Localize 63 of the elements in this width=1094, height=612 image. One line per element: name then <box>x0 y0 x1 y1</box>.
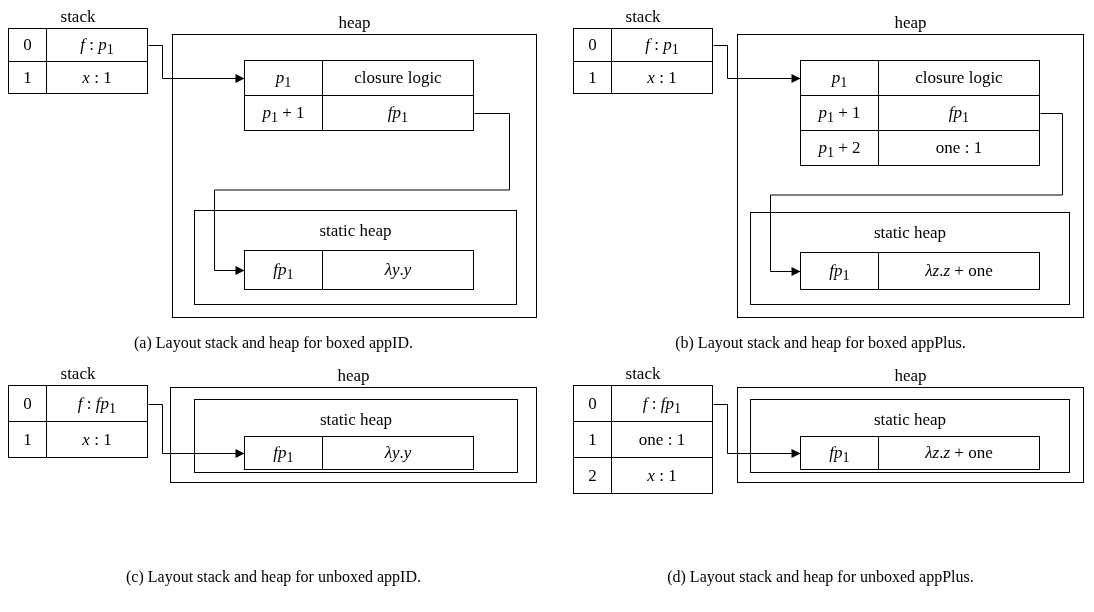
table-row <box>800 95 1040 131</box>
arrow <box>770 113 1063 276</box>
section-heading: stack <box>59 363 97 385</box>
table-cell-text: one : 1 <box>637 429 687 451</box>
static-heap-region <box>194 210 517 305</box>
table-cell: fp$_{1}$ <box>245 251 323 289</box>
arrow <box>214 113 510 275</box>
region-heading: static heap <box>872 410 948 430</box>
table-cell: 1 <box>9 62 47 93</box>
table-row <box>800 130 1040 166</box>
region-heading: static heap <box>872 223 948 243</box>
figure-caption: (b) Layout stack and heap for boxed appPlus. <box>674 334 967 352</box>
section-heading: stack <box>624 363 662 385</box>
table-cell-text: fp$_{1}$ <box>947 102 971 128</box>
figure-caption: (a) Layout stack and heap for boxed appID. <box>133 334 414 352</box>
table-cell-text: f : p$_{1}$ <box>644 34 680 60</box>
table-cell: 1 <box>9 422 47 457</box>
section-heading: heap <box>893 12 928 34</box>
arrow <box>713 404 801 458</box>
table-cell: p$_{1}$ + 2 <box>801 131 879 165</box>
table-cell-text: λy.y <box>383 259 413 281</box>
arrow <box>148 404 245 458</box>
table-cell-text: λz.z + one <box>924 260 994 282</box>
arrow <box>148 45 245 83</box>
table-cell: fp$_{1}$ <box>245 437 323 469</box>
static-heap-region <box>750 399 1070 473</box>
table-cell-text: fp$_{1}$ <box>386 102 410 128</box>
table-cell-text: closure logic <box>914 67 1004 89</box>
figure-caption: (d) Layout stack and heap for unboxed appPlus. <box>666 568 975 586</box>
static-heap-region <box>194 399 518 473</box>
table-cell: 1 <box>574 62 612 93</box>
section-heading: stack <box>624 6 662 28</box>
table-cell-text: one : 1 <box>934 137 984 159</box>
table-cell: 2 <box>574 458 612 493</box>
table-cell-text: x : 1 <box>646 67 678 89</box>
section-heading: heap <box>893 365 928 387</box>
table-cell-text: λy.y <box>383 442 413 464</box>
section-heading: heap <box>336 365 371 387</box>
region-heading: static heap <box>318 410 394 430</box>
table-cell-text: x : 1 <box>81 429 113 451</box>
static-heap-region <box>750 212 1070 305</box>
table-cell: p$_{1}$ + 1 <box>245 96 323 130</box>
table-row <box>244 95 474 131</box>
table-row <box>800 252 1040 290</box>
arrow <box>713 45 801 83</box>
table-row <box>800 436 1040 470</box>
table-cell: fp$_{1}$ <box>801 253 879 289</box>
table-cell-text: f : fp$_{1}$ <box>641 393 683 419</box>
table-cell-text: x : 1 <box>81 67 113 89</box>
section-heading: heap <box>337 12 372 34</box>
figure-caption: (c) Layout stack and heap for unboxed appID. <box>125 568 422 586</box>
table-row <box>244 60 474 96</box>
section-heading: stack <box>59 6 97 28</box>
table-row <box>244 250 474 290</box>
table-cell-text: f : fp$_{1}$ <box>76 393 118 419</box>
region-heading: static heap <box>318 221 393 241</box>
table-row <box>244 436 474 470</box>
table-cell-text: f : p$_{1}$ <box>79 34 115 60</box>
table-row <box>800 60 1040 96</box>
table-cell-text: x : 1 <box>646 465 678 487</box>
table-cell: fp$_{1}$ <box>801 437 879 469</box>
table-cell-text: closure logic <box>353 67 443 89</box>
table-cell-text: λz.z + one <box>924 442 994 464</box>
